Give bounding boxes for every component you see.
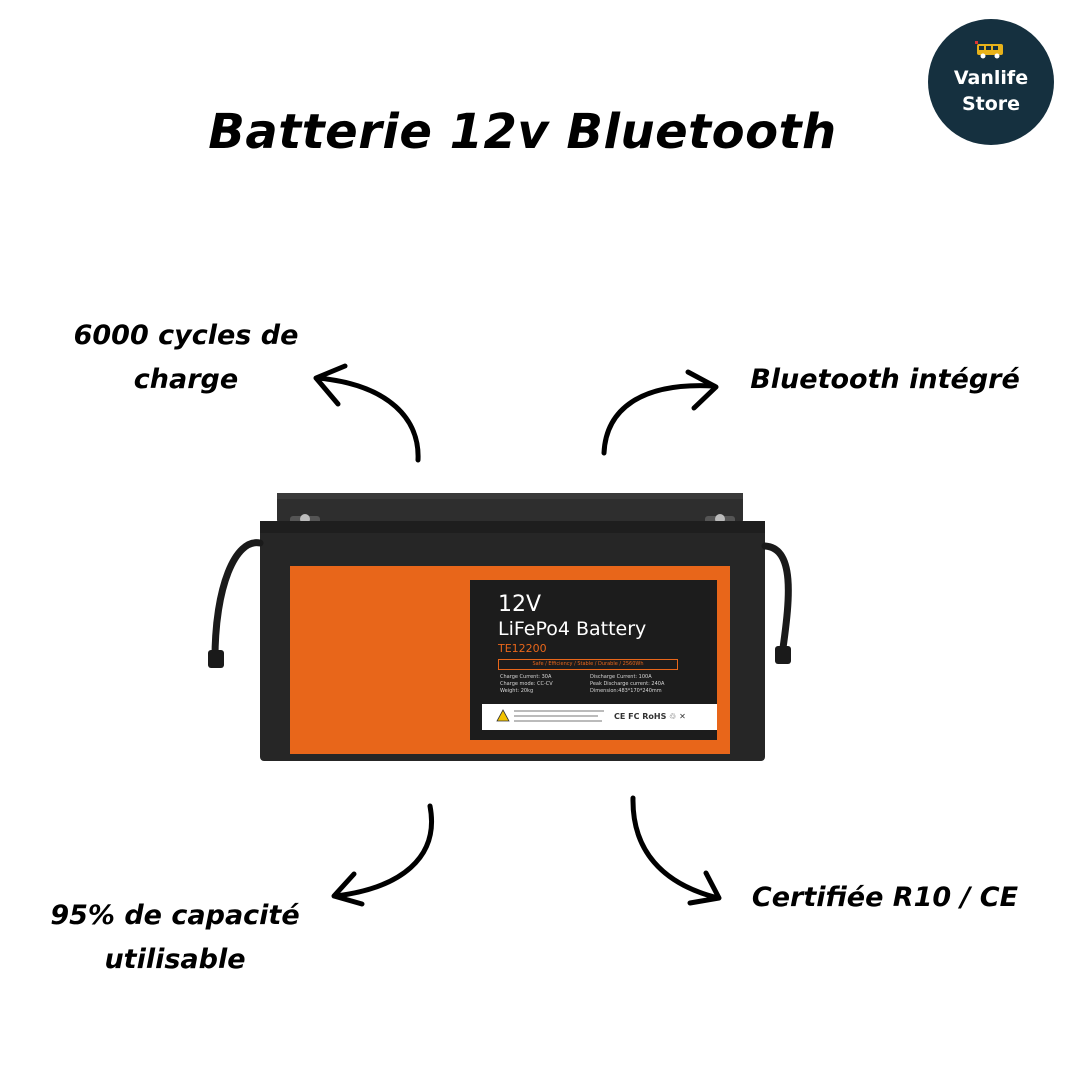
warning-icon (496, 709, 510, 722)
spec-right-2: Peak Discharge current: 240A (590, 681, 665, 687)
feature-bluetooth: Bluetooth intégré (750, 364, 1020, 395)
battery-model: TE12200 (498, 642, 547, 655)
arrow-top-left-icon (313, 363, 421, 463)
feature-cycles-line1: 6000 cycles de (73, 320, 299, 351)
feature-capacity-line2: utilisable (104, 944, 246, 975)
feature-capacity: 95% de capacité utilisable (40, 894, 310, 982)
battery-type: LiFePo4 Battery (498, 618, 647, 640)
feature-cycles-line2: charge (133, 364, 239, 395)
brand-name-line1: Vanlife (953, 67, 1029, 89)
battery-voltage: 12V (498, 592, 542, 617)
feature-cycles: 6000 cycles de charge (66, 314, 306, 402)
feature-certification: Certifiée R10 / CE (751, 882, 1019, 913)
spec-right-3: Dimension:483*170*240mm (590, 688, 662, 694)
spec-left-3: Weight: 20kg (500, 688, 534, 694)
battery-warning-strip: CE FC RoHS ♲ ✕ (482, 704, 717, 730)
spec-left-2: Charge mode: CC-CV (500, 681, 553, 687)
cert-marks: CE FC RoHS ♲ ✕ (614, 712, 686, 721)
arrow-bottom-left-icon (331, 803, 434, 907)
spec-left-1: Charge Current: 30A (500, 674, 552, 680)
battery-tagline: Safe / Efficiency / Stable / Durable / 2… (498, 659, 678, 670)
feature-capacity-line1: 95% de capacité (50, 900, 300, 931)
battery-label: 12V LiFePo4 Battery TE12200 Safe / Effic… (470, 580, 717, 740)
brand-badge[interactable]: Vanlife Store (928, 19, 1054, 145)
van-icon (975, 41, 1003, 59)
brand-name: Vanlife Store (928, 65, 1054, 117)
brand-name-line2: Store (961, 93, 1021, 115)
arrow-bottom-right-icon (630, 795, 722, 906)
arrow-top-right-icon (601, 369, 719, 456)
spec-right-1: Discharge Current: 100A (590, 674, 652, 680)
page-title: Batterie 12v Bluetooth (208, 104, 837, 160)
